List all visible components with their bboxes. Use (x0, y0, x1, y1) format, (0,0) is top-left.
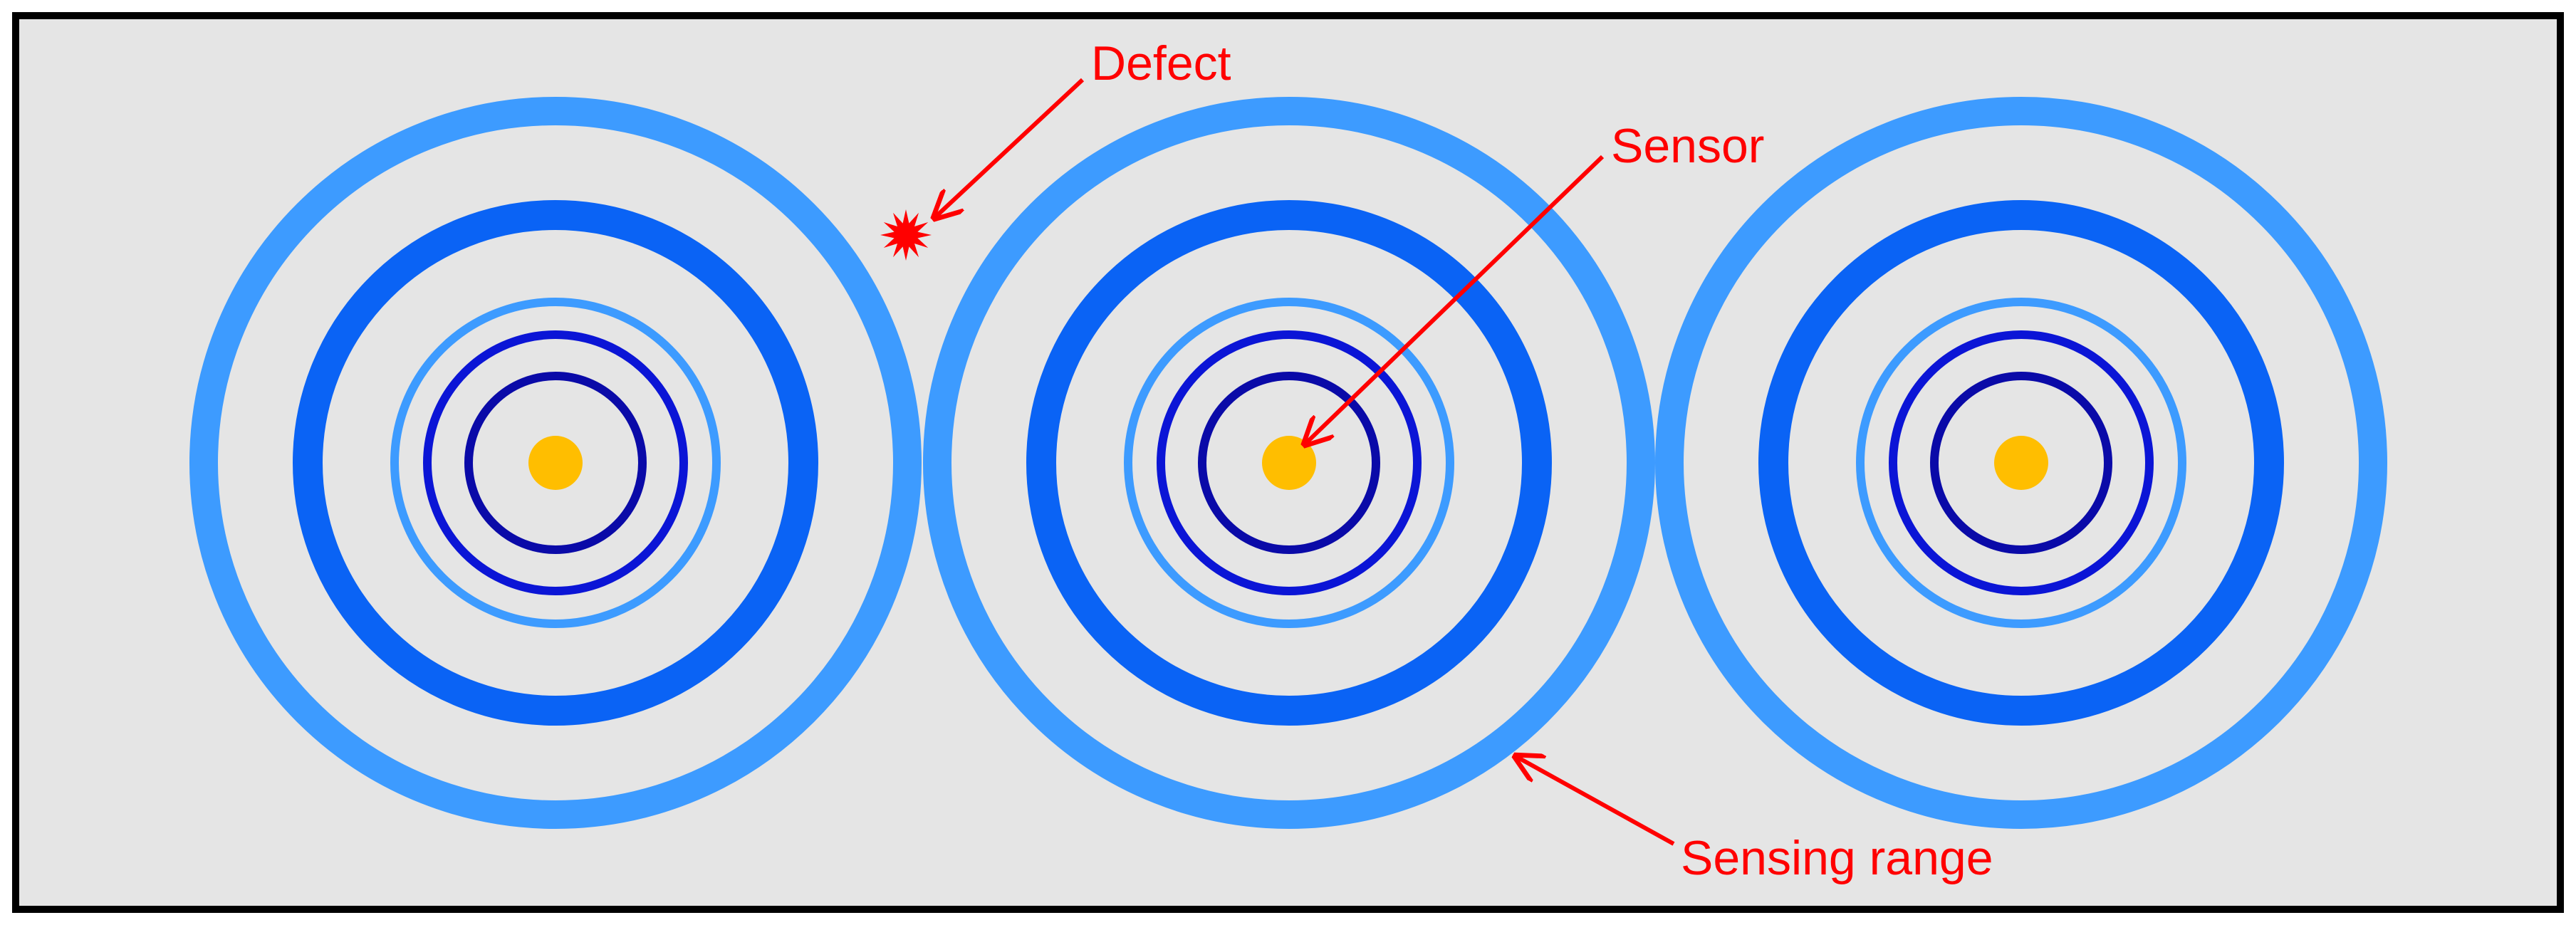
sensor-dot (1994, 436, 2048, 490)
sensing-range-ring (1655, 97, 2387, 829)
sensing-range-ring (189, 97, 922, 829)
sensing-range-arrow (1516, 756, 1675, 846)
thick-ring (1026, 200, 1552, 726)
sensing-range-label: Sensing range (1681, 831, 1993, 885)
thin-light-ring (1124, 298, 1454, 628)
defect-arrow (934, 78, 1085, 218)
inner-ring (464, 372, 647, 554)
thick-ring (293, 200, 818, 726)
inner-ring (1930, 372, 2112, 554)
mid-ring (1157, 330, 1422, 595)
sensor-dot (528, 436, 583, 490)
defect-star-icon (880, 209, 932, 261)
thin-light-ring (390, 298, 721, 628)
thin-light-ring (1856, 298, 2186, 628)
sensor-cluster-2 (923, 97, 1655, 829)
sensor-arrow (1305, 155, 1605, 444)
defect-label: Defect (1091, 36, 1231, 90)
mid-ring (1889, 330, 2154, 595)
annotations: Defect Sensor Sensing range (934, 36, 1993, 885)
sensing-range-ring (923, 97, 1655, 829)
inner-ring (1198, 372, 1380, 554)
mid-ring (423, 330, 688, 595)
defect-marker (880, 209, 932, 261)
sensor-label: Sensor (1611, 119, 1764, 173)
sensor-group (189, 97, 2387, 829)
sensor-cluster-1 (189, 97, 922, 829)
sensor-cluster-3 (1655, 97, 2387, 829)
thick-ring (1758, 200, 2284, 726)
